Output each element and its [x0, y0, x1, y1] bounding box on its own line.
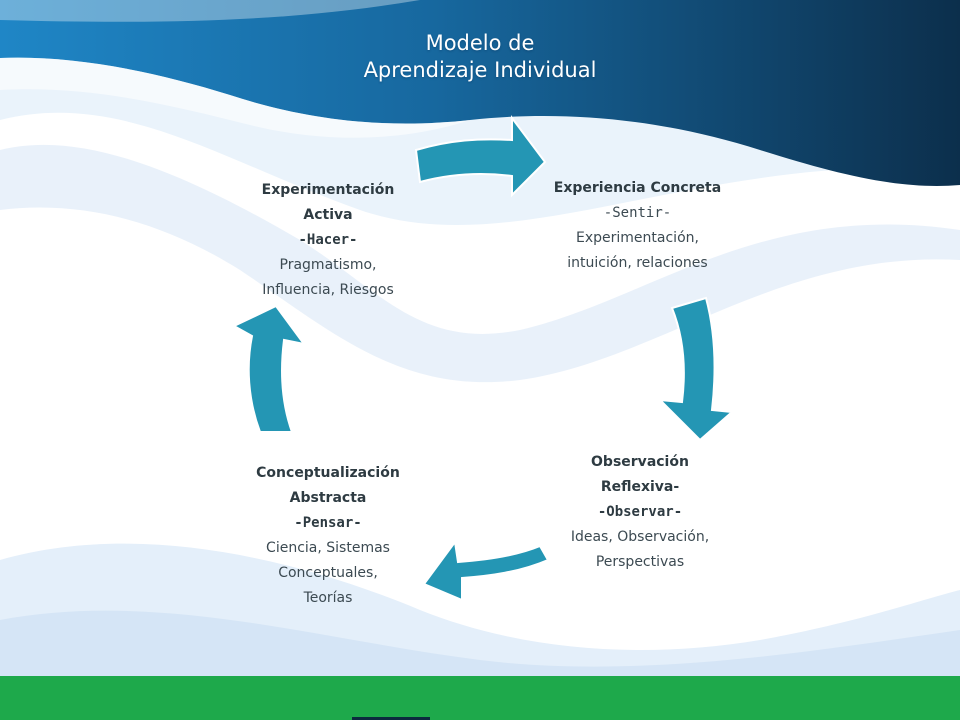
stage-heading: Conceptualización	[256, 465, 400, 481]
stage-observacion-reflexiva: Observación Reflexiva- -Observar- Ideas,…	[540, 450, 740, 575]
header-sky	[0, 0, 420, 22]
stage-detail: Teorías	[303, 590, 353, 606]
wave-light-4	[0, 610, 960, 676]
stage-conceptualizacion-abstracta: Conceptualización Abstracta -Pensar- Cie…	[228, 461, 428, 611]
stage-heading: Abstracta	[289, 490, 367, 506]
stage-heading: Observación	[591, 454, 689, 470]
stage-detail: Pragmatismo,	[279, 257, 377, 273]
stage-heading: Experiencia Concreta	[553, 180, 722, 196]
stage-heading: Experimentación	[261, 182, 395, 198]
arrow-top	[414, 115, 547, 198]
stage-detail: Perspectivas	[595, 554, 685, 570]
stage-detail: Ideas, Observación,	[570, 529, 710, 545]
arrow-right	[657, 296, 735, 442]
stage-experimentacion-activa: Experimentación Activa -Hacer- Pragmatis…	[228, 178, 428, 303]
stage-experiencia-concreta: Experiencia Concreta -Sentir- Experiment…	[535, 176, 740, 276]
wave-light-2	[0, 144, 960, 383]
title-line-1: Modelo de	[425, 31, 535, 55]
stage-mode: -Pensar-	[294, 515, 362, 531]
arrow-left	[231, 304, 307, 433]
stage-detail: Ciencia, Sistemas	[266, 540, 390, 556]
stage-detail: Experimentación,	[576, 230, 699, 246]
slide-title: Modelo de Aprendizaje Individual	[280, 30, 680, 84]
stage-detail: Conceptuales,	[278, 565, 378, 581]
arrow-bottom	[422, 539, 550, 602]
footer-tab	[352, 717, 430, 720]
header-highlight	[0, 57, 470, 138]
stage-mode: -Sentir-	[603, 205, 672, 221]
stage-detail: intuición, relaciones	[567, 255, 708, 271]
header-wave	[0, 0, 960, 186]
footer-bar	[0, 676, 960, 720]
title-line-2: Aprendizaje Individual	[363, 58, 597, 82]
stage-mode: -Hacer-	[298, 232, 358, 248]
stage-detail: Influencia, Riesgos	[262, 282, 394, 298]
stage-heading: Activa	[303, 207, 353, 223]
stage-heading: Reflexiva-	[600, 479, 680, 495]
stage-mode: -Observar-	[597, 504, 683, 520]
